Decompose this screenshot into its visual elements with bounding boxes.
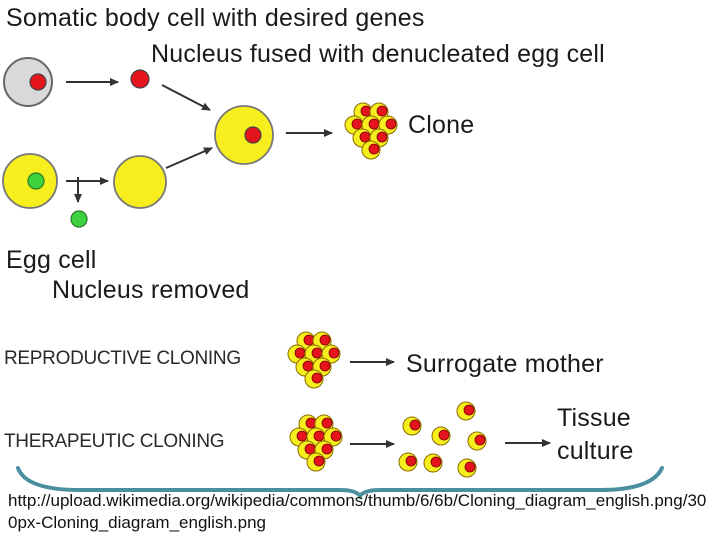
embryo-nucleus bbox=[296, 430, 308, 442]
nucleus-removed-label: Nucleus removed bbox=[52, 276, 250, 304]
fused-nucleus-label: Nucleus fused with denucleated egg cell bbox=[151, 40, 605, 68]
source-url-caption: http://upload.wikimedia.org/wikipedia/co… bbox=[8, 491, 707, 532]
clone-cluster bbox=[344, 102, 398, 160]
removed-nucleus bbox=[70, 210, 88, 228]
embryo-nucleus bbox=[385, 118, 397, 130]
extracted-nucleus bbox=[130, 69, 150, 89]
embryo-nucleus bbox=[321, 417, 333, 429]
embryo-nucleus bbox=[319, 360, 331, 372]
clone-label: Clone bbox=[408, 111, 475, 139]
embryo-nucleus bbox=[294, 347, 306, 359]
embryo-nucleus bbox=[319, 334, 331, 346]
embryo-nucleus bbox=[376, 105, 388, 117]
embryo-nucleus bbox=[464, 461, 476, 473]
embryo-nucleus bbox=[328, 347, 340, 359]
bottom-brace bbox=[16, 466, 664, 500]
embryo-nucleus bbox=[351, 118, 363, 130]
embryo-nucleus bbox=[368, 118, 380, 130]
therapeutic-cluster bbox=[289, 414, 343, 472]
arrow-denucleated-to-fused bbox=[165, 147, 213, 169]
egg-cell-label: Egg cell bbox=[6, 246, 97, 274]
embryo-nucleus bbox=[321, 443, 333, 455]
denucleated-egg-cell bbox=[113, 155, 167, 209]
embryo-nucleus bbox=[330, 430, 342, 442]
somatic-cell bbox=[3, 57, 53, 107]
egg-nucleus bbox=[27, 172, 45, 190]
embryo-nucleus bbox=[409, 419, 421, 431]
tissue-label: Tissue bbox=[557, 404, 631, 432]
fused-nucleus bbox=[244, 126, 262, 144]
embryo-nucleus bbox=[313, 455, 325, 467]
embryo-nucleus bbox=[313, 430, 325, 442]
arrow-nucleus-to-fused bbox=[161, 84, 211, 111]
embryo-nucleus bbox=[303, 334, 315, 346]
somatic-cell-label: Somatic body cell with desired genes bbox=[6, 4, 425, 32]
embryo-nucleus bbox=[405, 455, 417, 467]
embryo-nucleus bbox=[438, 429, 450, 441]
embryo-nucleus bbox=[368, 143, 380, 155]
embryo-nucleus bbox=[360, 105, 372, 117]
embryo-nucleus bbox=[376, 131, 388, 143]
embryo-nucleus bbox=[302, 360, 314, 372]
embryo-nucleus bbox=[463, 404, 475, 416]
somatic-nucleus bbox=[29, 73, 47, 91]
embryo-nucleus bbox=[474, 434, 486, 446]
embryo-nucleus bbox=[430, 456, 442, 468]
embryo-nucleus bbox=[359, 131, 371, 143]
surrogate-mother-label: Surrogate mother bbox=[406, 350, 604, 378]
therapeutic-cloning-label: THERAPEUTIC CLONING bbox=[4, 431, 225, 452]
embryo-nucleus bbox=[304, 443, 316, 455]
reproductive-cloning-label: REPRODUCTIVE CLONING bbox=[4, 348, 241, 369]
embryo-nucleus bbox=[305, 417, 317, 429]
dispersed-cells bbox=[398, 401, 487, 478]
culture-label: culture bbox=[557, 437, 634, 465]
reproductive-cluster bbox=[287, 331, 341, 389]
fused-egg-cell bbox=[214, 105, 274, 165]
embryo-nucleus bbox=[311, 347, 323, 359]
embryo-nucleus bbox=[311, 372, 323, 384]
